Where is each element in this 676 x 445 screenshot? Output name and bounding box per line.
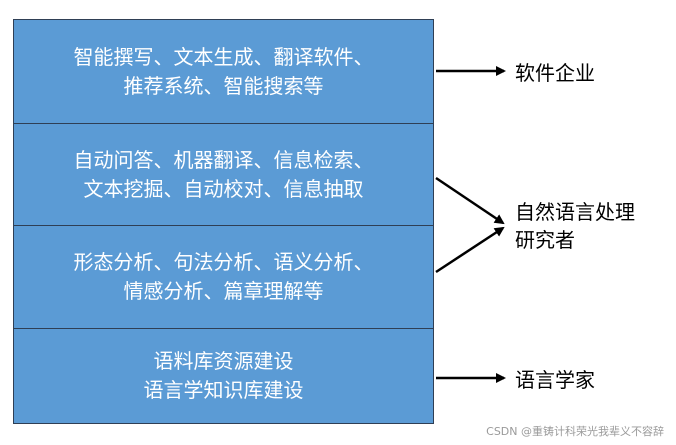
software-company-label: 软件企业: [515, 61, 595, 85]
arrow-task-to-nlp: [435, 176, 505, 225]
resource-layer-line1: 语料库资源建设: [153, 349, 294, 373]
layer-stack: 智能撰写、文本生成、翻译软件、 推荐系统、智能搜索等 自动问答、机器翻译、信息检…: [13, 19, 436, 424]
arrow-analysis-to-nlp: [435, 226, 505, 274]
application-layer-line1: 智能撰写、文本生成、翻译软件、: [73, 44, 374, 69]
task-layer-line2: 文本挖掘、自动校对、信息抽取: [83, 176, 364, 201]
task-layer-line1: 自动问答、机器翻译、信息检索、: [73, 147, 374, 172]
resource-layer-line2: 语言学知识库建设: [143, 378, 304, 402]
application-layer-text: 智能撰写、文本生成、翻译软件、 推荐系统、智能搜索等: [74, 43, 374, 101]
csdn-watermark: CSDN @重铸计科荣光我辈义不容辞: [486, 425, 664, 438]
application-layer-line2: 推荐系统、智能搜索等: [123, 73, 324, 98]
nlp-researcher-line1: 自然语言处理: [515, 200, 635, 224]
analysis-layer-text: 形态分析、句法分析、语义分析、 情感分析、篇章理解等: [74, 248, 374, 306]
task-layer-box: 自动问答、机器翻译、信息检索、 文本挖掘、自动校对、信息抽取: [13, 123, 434, 226]
linguist-label: 语言学家: [515, 368, 595, 392]
analysis-layer-line1: 形态分析、句法分析、语义分析、: [73, 250, 374, 274]
application-layer-box: 智能撰写、文本生成、翻译软件、 推荐系统、智能搜索等: [13, 19, 434, 124]
resource-layer-text: 语料库资源建设 语言学知识库建设: [144, 347, 304, 405]
analysis-layer-line2: 情感分析、篇章理解等: [123, 279, 324, 303]
nlp-researcher-label: 自然语言处理 研究者: [515, 198, 635, 254]
resource-layer-box: 语料库资源建设 语言学知识库建设: [13, 328, 434, 424]
nlp-researcher-line2: 研究者: [515, 228, 575, 252]
task-layer-text: 自动问答、机器翻译、信息检索、 文本挖掘、自动校对、信息抽取: [74, 146, 374, 204]
